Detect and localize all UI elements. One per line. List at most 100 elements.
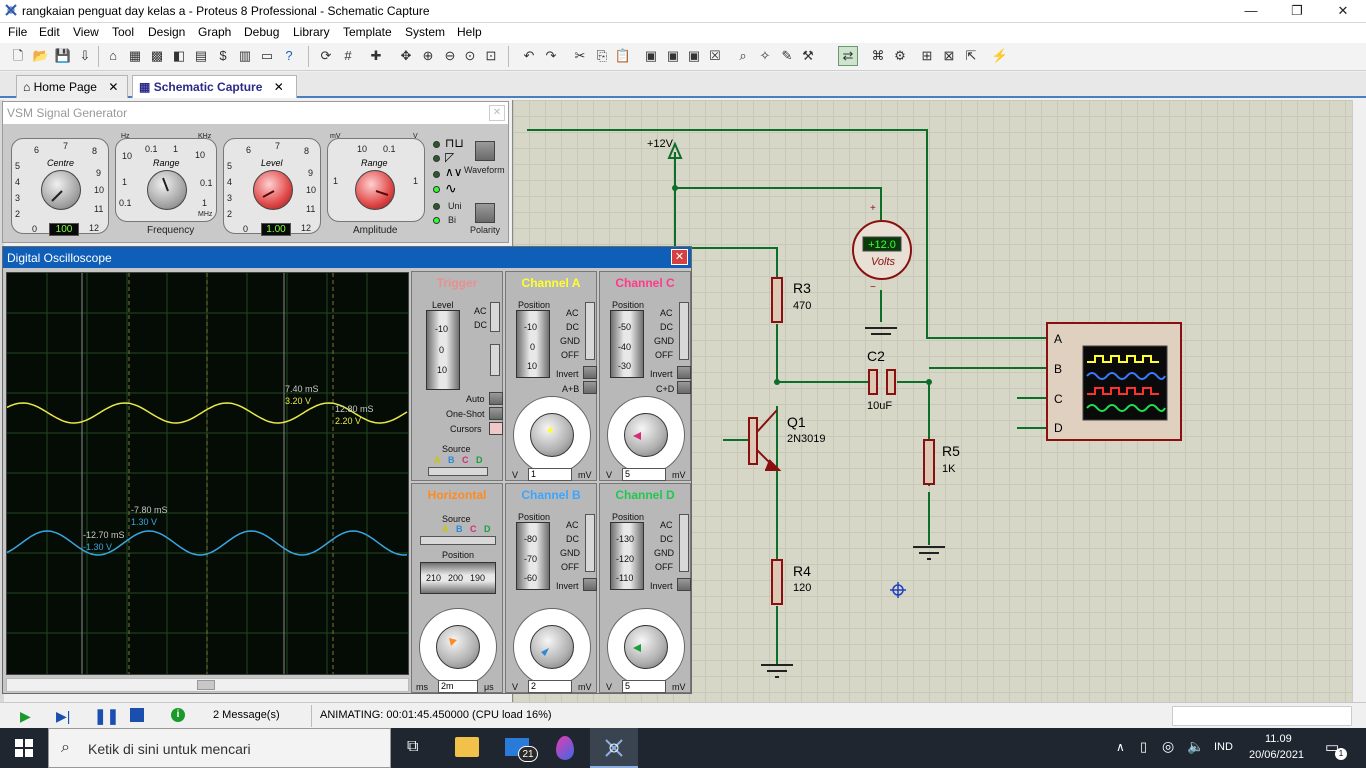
bom-icon[interactable]: $ bbox=[219, 48, 227, 63]
packaging-tool-icon[interactable]: ✎ bbox=[781, 48, 793, 63]
menu-edit[interactable]: Edit bbox=[39, 25, 60, 39]
waveform-sine-led[interactable] bbox=[433, 186, 440, 193]
channel-b-position-drum[interactable] bbox=[516, 522, 550, 590]
polarity-button[interactable] bbox=[475, 203, 495, 223]
menu-help[interactable]: Help bbox=[457, 25, 482, 39]
scrollbar-thumb[interactable] bbox=[197, 680, 215, 690]
waveform-button[interactable] bbox=[475, 141, 495, 161]
channel-d-volts-field[interactable]: 5 bbox=[622, 680, 666, 693]
clock-time[interactable]: 11.09 bbox=[1265, 733, 1292, 745]
trigger-edge-switch[interactable] bbox=[490, 344, 500, 376]
pan-icon[interactable]: ✥ bbox=[400, 48, 412, 63]
oscilloscope-horizontal-scrollbar[interactable] bbox=[6, 678, 409, 692]
channel-a-aplusb-button[interactable] bbox=[583, 381, 597, 394]
tab-home-page[interactable]: ⌂ Home Page ✕ bbox=[16, 75, 128, 98]
channel-a-volts-field[interactable]: 1 bbox=[528, 468, 572, 481]
block-rotate-icon[interactable]: ▣ bbox=[687, 48, 701, 63]
zoom-in-icon[interactable]: ⊕ bbox=[422, 48, 434, 63]
make-device-icon[interactable]: ✧ bbox=[759, 48, 771, 63]
trigger-auto-button[interactable] bbox=[489, 392, 503, 405]
origin-icon[interactable]: ✚ bbox=[370, 48, 382, 63]
language-indicator[interactable]: IND bbox=[1214, 741, 1233, 753]
remove-sheet-icon[interactable]: ⊠ bbox=[943, 48, 955, 63]
tab-schematic-capture[interactable]: ▦ Schematic Capture ✕ bbox=[132, 75, 297, 98]
oscilloscope-screen[interactable]: 7.40 mS 3.20 V 12.80 mS 2.20 V -7.80 mS … bbox=[6, 272, 409, 675]
signal-generator-window[interactable]: VSM Signal Generator ✕ Centre 100 5 4 3 … bbox=[2, 101, 509, 243]
channel-c-position-drum[interactable] bbox=[610, 310, 644, 378]
tray-device-icon[interactable]: ▯ bbox=[1140, 739, 1148, 754]
redo-icon[interactable]: ↷ bbox=[545, 48, 557, 63]
pcb-icon[interactable]: ▩ bbox=[150, 48, 164, 63]
import-icon[interactable]: ⇩ bbox=[79, 48, 91, 63]
cut-icon[interactable]: ✂ bbox=[574, 48, 586, 63]
schematic-icon[interactable]: ▦ bbox=[128, 48, 142, 63]
windows-start-icon[interactable] bbox=[15, 739, 33, 757]
zoom-area-icon[interactable]: ⊡ bbox=[485, 48, 497, 63]
source-code-icon[interactable]: ▥ bbox=[238, 48, 252, 63]
clock-date[interactable]: 20/06/2021 bbox=[1249, 749, 1305, 761]
waveform-square-led[interactable] bbox=[433, 141, 440, 148]
menu-view[interactable]: View bbox=[73, 25, 99, 39]
channel-a-volts-knob[interactable] bbox=[530, 413, 574, 457]
block-delete-icon[interactable]: ☒ bbox=[709, 48, 721, 63]
3d-view-icon[interactable]: ◧ bbox=[172, 48, 186, 63]
horizontal-source-slider[interactable] bbox=[420, 536, 496, 545]
exit-to-parent-icon[interactable]: ⇱ bbox=[965, 48, 977, 63]
undo-icon[interactable]: ↶ bbox=[523, 48, 535, 63]
copy-icon[interactable]: ⎘ bbox=[596, 48, 608, 63]
menu-file[interactable]: File bbox=[8, 25, 28, 39]
grid-icon[interactable]: # bbox=[344, 48, 352, 63]
library-icon[interactable]: ▭ bbox=[260, 48, 274, 63]
menu-design[interactable]: Design bbox=[148, 25, 186, 39]
block-copy-icon[interactable]: ▣ bbox=[644, 48, 658, 63]
signal-generator-titlebar[interactable]: VSM Signal Generator bbox=[3, 102, 508, 124]
info-icon[interactable]: i bbox=[171, 708, 185, 722]
centre-knob[interactable] bbox=[41, 170, 81, 210]
network-icon[interactable]: ◎ bbox=[1162, 738, 1175, 754]
trigger-source-slider[interactable] bbox=[428, 467, 488, 476]
channel-d-coupling-switch[interactable] bbox=[679, 514, 689, 572]
volume-icon[interactable]: 🔈 bbox=[1187, 738, 1205, 754]
trigger-level-drum[interactable] bbox=[426, 310, 460, 390]
trigger-coupling-switch[interactable] bbox=[490, 302, 500, 332]
channel-c-volts-knob[interactable] bbox=[624, 413, 668, 457]
refresh-icon[interactable]: ⟳ bbox=[320, 48, 332, 63]
new-sheet-icon[interactable]: ⊞ bbox=[921, 48, 933, 63]
channel-c-cplusd-button[interactable] bbox=[677, 381, 691, 394]
gerber-icon[interactable]: ▤ bbox=[194, 48, 208, 63]
channel-a-position-drum[interactable] bbox=[516, 310, 550, 378]
zoom-out-icon[interactable]: ⊖ bbox=[444, 48, 456, 63]
menu-system[interactable]: System bbox=[405, 25, 446, 39]
zoom-all-icon[interactable]: ⊙ bbox=[464, 48, 476, 63]
horizontal-time-knob[interactable] bbox=[436, 625, 480, 669]
channel-a-coupling-switch[interactable] bbox=[585, 302, 595, 360]
save-icon[interactable]: 💾 bbox=[54, 48, 72, 63]
menu-library[interactable]: Library bbox=[293, 25, 330, 39]
polarity-bi-led[interactable] bbox=[433, 217, 440, 224]
tab-close-icon[interactable]: ✕ bbox=[273, 80, 284, 94]
polarity-uni-led[interactable] bbox=[433, 203, 440, 210]
channel-b-invert-button[interactable] bbox=[583, 578, 597, 591]
menu-template[interactable]: Template bbox=[343, 25, 392, 39]
channel-d-position-drum[interactable] bbox=[610, 522, 644, 590]
waveform-sawtooth-led[interactable] bbox=[433, 155, 440, 162]
channel-c-invert-button[interactable] bbox=[677, 366, 691, 379]
oscilloscope-titlebar[interactable]: Digital Oscilloscope bbox=[3, 247, 691, 268]
messages-count[interactable]: 2 Message(s) bbox=[213, 709, 280, 721]
stop-icon[interactable] bbox=[130, 708, 144, 722]
channel-b-volts-knob[interactable] bbox=[530, 625, 574, 669]
signal-generator-close-button[interactable]: ✕ bbox=[489, 105, 505, 121]
maximize-button[interactable]: ❐ bbox=[1291, 3, 1303, 18]
task-view-icon[interactable]: ⧉ bbox=[407, 738, 419, 755]
canvas-vertical-scrollbar[interactable] bbox=[1352, 100, 1366, 702]
paste-icon[interactable]: 📋 bbox=[614, 48, 632, 63]
tray-chevron-icon[interactable]: ∧ bbox=[1116, 740, 1125, 754]
search-tag-icon[interactable]: ⌘ bbox=[871, 48, 885, 63]
channel-c-volts-field[interactable]: 5 bbox=[622, 468, 666, 481]
open-folder-icon[interactable]: 📂 bbox=[32, 48, 50, 63]
trigger-one-shot-button[interactable] bbox=[489, 407, 503, 420]
level-knob[interactable] bbox=[253, 170, 293, 210]
horizontal-position-drum[interactable] bbox=[420, 562, 496, 594]
trigger-cursors-button[interactable] bbox=[489, 422, 503, 435]
menu-tool[interactable]: Tool bbox=[112, 25, 135, 39]
